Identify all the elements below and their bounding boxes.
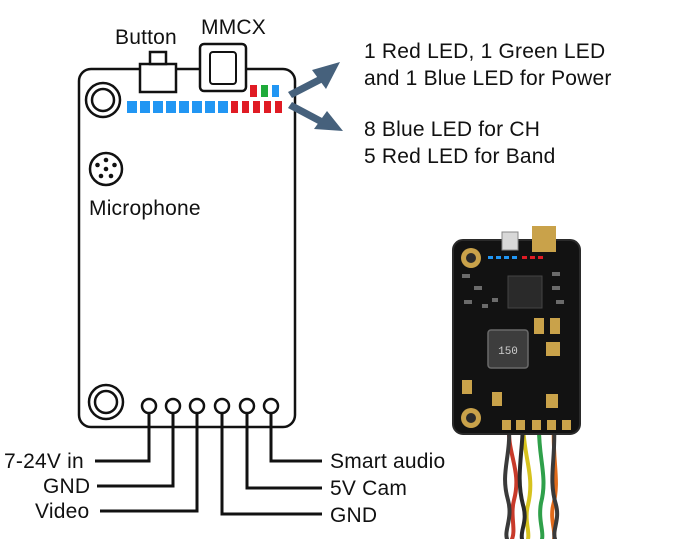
callout-ch-line2: 5 Red LED for Band xyxy=(364,145,556,168)
ch-led xyxy=(140,101,150,113)
callout-arrow-power xyxy=(288,62,340,98)
power-led-blue xyxy=(272,85,279,97)
pad-gnd-2 xyxy=(213,397,231,415)
ch-led xyxy=(218,101,228,113)
pin-label-5v-cam: 5V Cam xyxy=(330,477,408,500)
band-red-leds xyxy=(231,101,282,113)
pin-label-video: Video xyxy=(35,500,90,523)
power-led-red xyxy=(250,85,257,97)
ch-led xyxy=(127,101,137,113)
button-component xyxy=(138,50,178,94)
wire-bundle xyxy=(503,422,560,539)
inductor xyxy=(487,329,529,369)
band-led xyxy=(231,101,238,113)
vtx-board-photo: 150 xyxy=(452,226,581,539)
band-led xyxy=(253,101,260,113)
mmcx-label: MMCX xyxy=(201,16,266,39)
board-outline xyxy=(77,67,297,429)
callout-arrow-ch xyxy=(288,102,343,131)
power-led-green xyxy=(261,85,268,97)
ch-led xyxy=(192,101,202,113)
ch-blue-leds xyxy=(127,101,228,113)
pin-label-gnd-right: GND xyxy=(330,504,378,527)
ch-led xyxy=(153,101,163,113)
pad-gnd-1 xyxy=(164,397,182,415)
pad-power-in xyxy=(140,397,158,415)
callout-power-line2: and 1 Blue LED for Power xyxy=(364,67,612,90)
band-led xyxy=(275,101,282,113)
band-led xyxy=(264,101,271,113)
inductor-marking: 150 xyxy=(498,346,518,358)
pad-5v-cam xyxy=(238,397,256,415)
mount-hole-bottom-left xyxy=(87,383,125,421)
callout-ch-line1: 8 Blue LED for CH xyxy=(364,118,541,141)
ch-led xyxy=(205,101,215,113)
button-label: Button xyxy=(115,26,177,49)
pad-smart-audio xyxy=(262,397,280,415)
mount-hole-top-left xyxy=(84,81,122,119)
ch-led xyxy=(166,101,176,113)
pin-label-smart-audio: Smart audio xyxy=(330,450,446,473)
microphone-label: Microphone xyxy=(89,197,201,220)
ch-led xyxy=(179,101,189,113)
pin-label-power-in: 7-24V in xyxy=(4,450,84,473)
pad-video xyxy=(188,397,206,415)
callout-power-line1: 1 Red LED, 1 Green LED xyxy=(364,40,606,63)
power-leds xyxy=(250,85,279,97)
microphone-component xyxy=(88,151,124,187)
pin-label-gnd-left: GND xyxy=(43,475,91,498)
pin-leader-lines xyxy=(95,413,322,516)
mmcx-connector xyxy=(198,42,248,93)
band-led xyxy=(242,101,249,113)
